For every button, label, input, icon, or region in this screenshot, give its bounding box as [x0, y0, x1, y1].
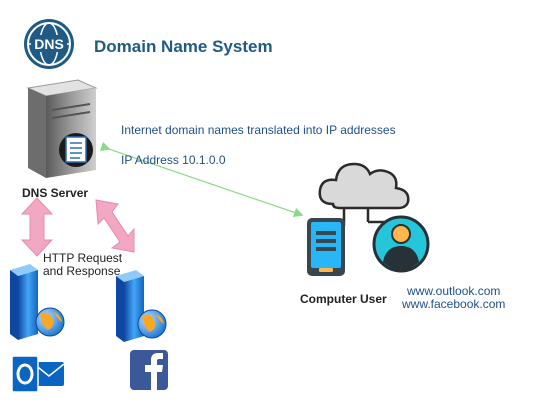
http-label-line-2: and Response [43, 264, 121, 278]
page-title: Domain Name System [94, 37, 273, 56]
http-label: HTTP Request and Response [43, 252, 122, 278]
computer-icon [307, 218, 345, 276]
web-server-icon [116, 270, 144, 342]
user-avatar-icon [372, 215, 430, 273]
computer-user-label: Computer User [300, 292, 387, 306]
globe-icon [35, 307, 65, 337]
double-arrow-left [20, 197, 54, 257]
double-arrow-right [95, 199, 135, 253]
document-icon [59, 133, 93, 167]
http-label-line-1: HTTP Request [43, 251, 123, 265]
url-facebook: www.facebook.com [402, 297, 506, 311]
url-list: www.outlook.com www.facebook.com [402, 285, 505, 311]
dns-server-label: DNS Server [22, 186, 89, 200]
ip-address-label: IP Address 10.1.0.0 [121, 153, 226, 167]
outlook-icon [11, 355, 65, 393]
web-server-icon [10, 264, 38, 340]
dns-globe-icon [24, 19, 74, 69]
dns-connector-line [99, 141, 304, 217]
url-outlook: www.outlook.com [407, 284, 501, 298]
facebook-icon [130, 350, 168, 390]
dns-badge-text: DNS [34, 36, 64, 52]
translation-note: Internet domain names translated into IP… [121, 123, 396, 137]
globe-icon [137, 309, 167, 339]
